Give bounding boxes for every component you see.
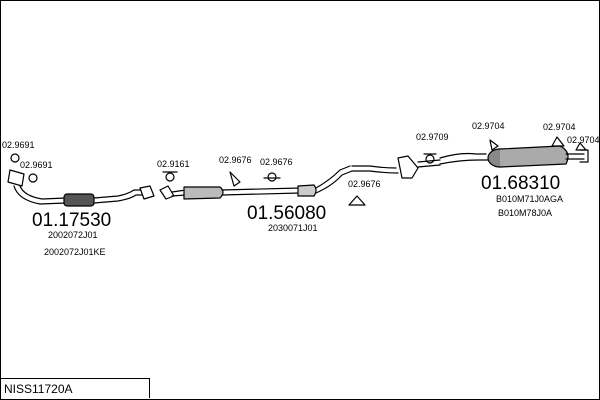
accessory-label: 02.9691 — [20, 160, 53, 170]
center-muffler-part-number: 01.56080 — [247, 203, 326, 224]
rear-muffler-drawing — [439, 145, 589, 168]
accessory-label: 02.9676 — [260, 157, 293, 167]
mid-pipe-drawing — [351, 155, 441, 179]
rear-muffler-part-number: 01.68310 — [481, 173, 560, 194]
accessory-label: 02.9676 — [348, 179, 381, 189]
accessory-label: 02.9691 — [2, 140, 35, 150]
front-pipe-ref-2: 2002072J01KE — [44, 247, 106, 257]
center-muffler-drawing — [159, 165, 353, 200]
assembly-code: NISS11720A — [4, 382, 73, 396]
accessory-label: 02.9161 — [157, 159, 190, 169]
assembly-code-box: NISS11720A — [0, 378, 150, 398]
accessory-label: 02.9704 — [472, 121, 505, 131]
center-muffler-ref-1: 2030071J01 — [268, 223, 318, 233]
front-pipe-part-number: 01.17530 — [32, 210, 111, 231]
accessory-label: 02.9709 — [416, 132, 449, 142]
front-pipe-drawing — [7, 169, 155, 207]
accessory-label: 02.9676 — [219, 155, 252, 165]
front-pipe-ref-1: 2002072J01 — [48, 230, 98, 240]
accessory-label: 02.9704 — [567, 135, 600, 145]
rear-muffler-ref-1: B010M71J0AGA — [496, 194, 563, 204]
accessory-label: 02.9704 — [543, 122, 576, 132]
rear-muffler-ref-2: B010M78J0A — [498, 208, 552, 218]
hanger-icons — [10, 136, 587, 206]
